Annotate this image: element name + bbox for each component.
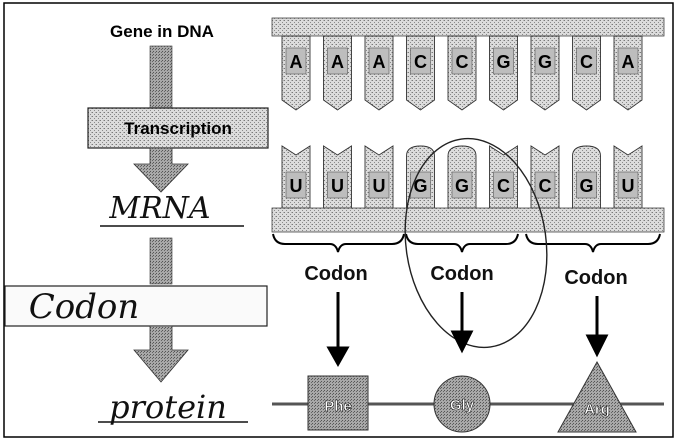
dna-base-letter: C: [580, 52, 593, 72]
gene-in-dna-label: Gene in DNA: [110, 22, 214, 41]
amino-acid-arg-shape: [558, 362, 636, 432]
arrowhead-arg: [588, 336, 606, 354]
codon-down-arrow: [134, 326, 188, 382]
amino-acid-phe-label: Phe: [324, 398, 352, 415]
codon-to-amino-arrows: [329, 292, 606, 364]
mrna-backbone: [272, 208, 664, 232]
transcription-label: Transcription: [124, 119, 232, 138]
dna-base: A: [282, 36, 310, 110]
amino-acid-gly-label: Gly: [450, 397, 475, 414]
arrowhead-phe: [329, 348, 347, 364]
arrowhead-gly: [453, 332, 471, 350]
dna-base: A: [614, 36, 642, 110]
mrna-base-letter: C: [497, 176, 510, 196]
dna-base: A: [324, 36, 352, 110]
mrna-base: G: [448, 146, 476, 208]
protein-handwritten-label: protein: [109, 388, 227, 426]
mrna-base-letter: G: [579, 176, 593, 196]
dna-base: C: [573, 36, 601, 110]
mrna-base: C: [490, 146, 518, 208]
dna-base: G: [531, 36, 559, 110]
dna-base-letter: G: [496, 52, 510, 72]
codon-label-1: Codon: [304, 263, 367, 285]
codon-brace-1: [273, 234, 404, 252]
codon-label-2: Codon: [430, 263, 493, 285]
mrna-base-letter: U: [622, 176, 635, 196]
dna-base-letter: G: [538, 52, 552, 72]
dna-base: C: [407, 36, 435, 110]
dna-base-letter: A: [373, 52, 386, 72]
dna-base: A: [365, 36, 393, 110]
codon-handwritten-label: Codon: [29, 287, 140, 327]
dna-base: C: [448, 36, 476, 110]
mrna-base: U: [614, 146, 642, 208]
mrna-arrow-shaft: [150, 238, 172, 284]
dna-base-letter: A: [622, 52, 635, 72]
mrna-base-letter: U: [290, 176, 303, 196]
dna-base-letter: A: [290, 52, 303, 72]
mrna-handwritten-label: MRNA: [108, 191, 210, 226]
mrna-base: U: [282, 146, 310, 208]
gene-arrow-shaft: [150, 46, 172, 108]
mrna-base-letter: U: [331, 176, 344, 196]
codon-brace-2: [406, 234, 518, 252]
mrna-base: U: [365, 146, 393, 208]
mrna-base: C: [531, 146, 559, 208]
dna-base-letter: C: [414, 52, 427, 72]
mrna-base-letter: C: [539, 176, 552, 196]
dna-backbone: [272, 18, 664, 36]
dna-base: G: [490, 36, 518, 110]
mrna-base-letter: G: [455, 176, 469, 196]
amino-acid-arg-label: Arg: [584, 401, 610, 418]
codon-label-3: Codon: [564, 267, 627, 289]
dna-base-letter: C: [456, 52, 469, 72]
transcription-down-arrow: [134, 148, 188, 192]
codon-braces: [273, 234, 660, 252]
mrna-base: U: [324, 146, 352, 208]
mrna-base: G: [573, 146, 601, 208]
dna-base-letter: A: [331, 52, 344, 72]
mrna-base-letter: U: [373, 176, 386, 196]
